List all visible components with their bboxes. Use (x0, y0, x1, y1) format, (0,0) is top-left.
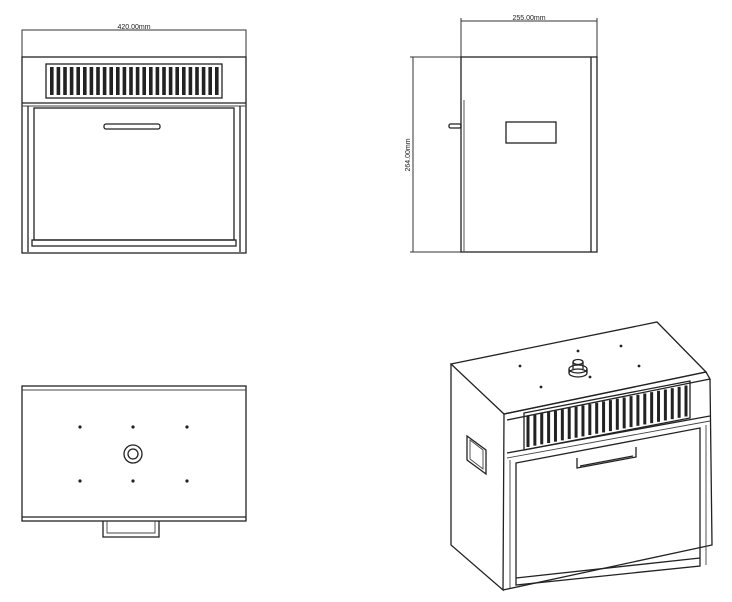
height-dimension-label: 264.00mm (405, 138, 412, 171)
vent-slot (76, 67, 80, 95)
top-mounting-holes (78, 425, 189, 483)
iso-vent-slots (526, 385, 688, 447)
side-handle-stub (448, 123, 462, 129)
vent-slot (129, 67, 133, 95)
iso-handle (576, 447, 637, 469)
top-center-port (123, 444, 143, 464)
side-body-outline (460, 56, 598, 253)
vent-slot (83, 67, 87, 95)
vent-slot (201, 67, 206, 95)
iso-front-outline (502, 378, 713, 591)
front-view: 420.00mm (21, 24, 247, 254)
vent-slot (50, 67, 54, 95)
vent-slot (188, 67, 193, 95)
iso-opening (515, 427, 701, 586)
vent-slot (116, 67, 120, 95)
vent-slot (56, 67, 61, 95)
vent-slot (142, 67, 146, 95)
top-body-outline (21, 385, 247, 522)
top-center-port-inner (127, 448, 139, 460)
vent-slot (102, 67, 107, 95)
iso-vent-panel (523, 380, 691, 451)
vent-slot (195, 67, 199, 95)
vent-slot (135, 67, 140, 95)
vent-slot (69, 67, 74, 95)
vent-slot (168, 67, 173, 95)
vent-slot (182, 67, 186, 95)
front-vent-slots (50, 67, 219, 95)
front-vent-panel (45, 63, 223, 99)
depth-dimension-label: 255.00mm (512, 15, 545, 22)
vent-slot (149, 67, 153, 95)
width-dimension: 420.00mm (21, 24, 247, 58)
front-handle (103, 123, 161, 130)
top-handle (102, 521, 160, 538)
front-bottom-rail (31, 239, 237, 247)
height-dimension: 264.00mm (405, 56, 461, 253)
isometric-view (449, 321, 713, 592)
vent-slot (96, 67, 100, 95)
width-dimension-label: 420.00mm (117, 24, 150, 31)
top-view (21, 385, 247, 538)
iso-top-face (449, 321, 708, 415)
vent-slot (155, 67, 160, 95)
side-handle-cutout (505, 121, 557, 144)
front-body-outline (21, 56, 247, 254)
iso-top-holes (518, 344, 641, 389)
vent-slot (109, 67, 113, 95)
vent-slot (162, 67, 166, 95)
vent-slot (208, 67, 212, 95)
vent-slot (175, 67, 179, 95)
iso-left-face (450, 364, 505, 592)
side-view: 255.00mm 264.00mm (405, 15, 598, 253)
depth-dimension: 255.00mm (460, 15, 598, 57)
vent-slot (122, 67, 127, 95)
vent-slot (215, 67, 219, 95)
vent-slot (89, 67, 94, 95)
front-opening (33, 107, 235, 241)
vent-slot (63, 67, 67, 95)
iso-side-handle-cutout (466, 434, 487, 476)
iso-top-port (568, 358, 588, 378)
